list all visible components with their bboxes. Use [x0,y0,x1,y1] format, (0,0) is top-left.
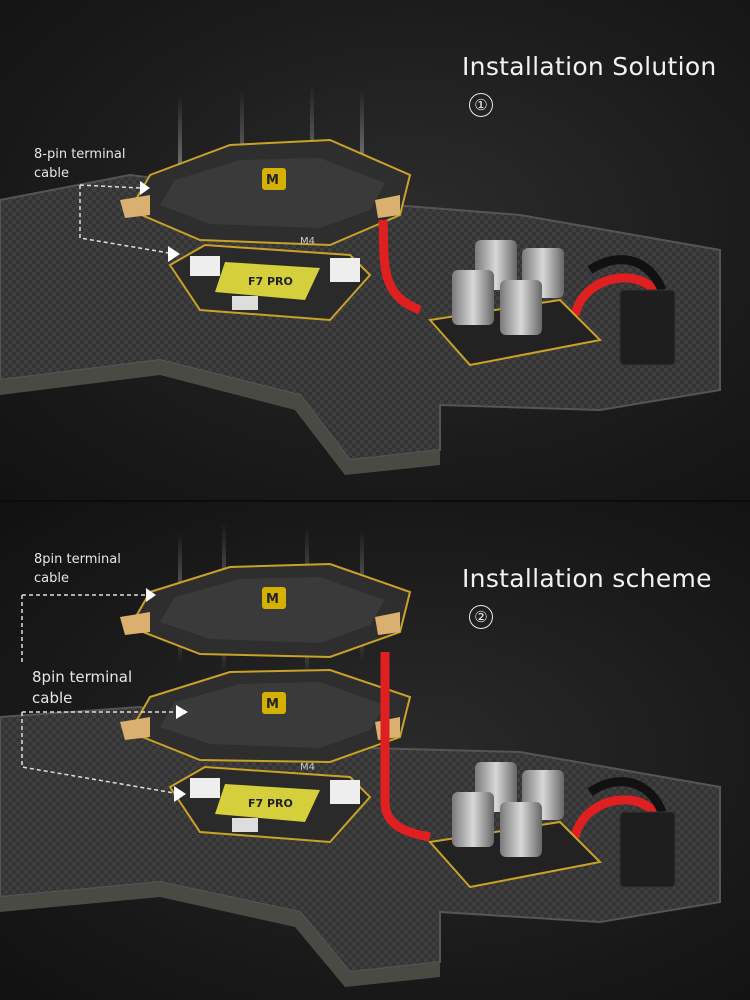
terminal-cable-callout-bottom: 8pin terminal cable [32,667,132,709]
flight-controller-board: F7 PRO [168,765,372,844]
callout-line-2: cable [34,166,69,181]
arrow-icon [174,786,186,802]
esc-board: M M4 [120,138,412,247]
xt60-connector [619,289,676,366]
svg-text:M: M [266,697,279,712]
installation-solution-panel: F7 PRO M M4 [0,0,750,500]
light-beam [178,95,182,215]
callout-line-1: 8pin terminal [34,552,121,567]
esc-board-lower: M M4 [120,668,412,773]
xt60-connector [619,811,676,888]
installation-scheme-illustration: F7 PRO M M4 M [0,522,721,987]
installation-scheme-panel: F7 PRO M M4 M [0,500,750,1000]
flight-controller-board: F7 PRO [168,243,372,322]
esc-board-upper: M [120,562,412,659]
installation-solution-title: Installation Solution [462,52,717,81]
svg-text:M: M [266,173,279,188]
red-power-cable [380,652,431,842]
callout-line-2: cable [32,689,73,707]
terminal-cable-callout: 8-pin terminal cable [34,145,126,183]
red-power-cable [378,219,422,315]
board-label: M4 [300,762,315,773]
installation-scheme-title: Installation scheme [462,564,712,593]
callout-line-2: cable [34,571,69,586]
board-label: M4 [300,236,315,247]
light-beam [360,90,364,210]
capacitor-board [428,240,603,367]
arrow-icon [168,246,180,262]
callout-line [21,594,150,662]
installation-solution-illustration: F7 PRO M M4 [0,85,721,475]
fc-label: F7 PRO [248,797,293,810]
black-power-cable [587,777,667,814]
callout-line-1: 8-pin terminal [34,147,126,162]
arrow-icon [146,588,156,602]
step-number-1: ① [469,93,493,117]
callout-line [21,711,181,795]
callout-line [79,184,176,255]
svg-text:M: M [266,592,279,607]
arrow-icon [176,705,188,719]
callout-line-1: 8pin terminal [32,668,133,686]
arrow-icon [140,181,150,195]
capacitor-board [428,762,603,889]
black-power-cable [587,255,667,292]
step-number-2: ② [469,605,493,629]
fc-label: F7 PRO [248,275,293,288]
terminal-cable-callout-top: 8pin terminal cable [34,550,121,588]
